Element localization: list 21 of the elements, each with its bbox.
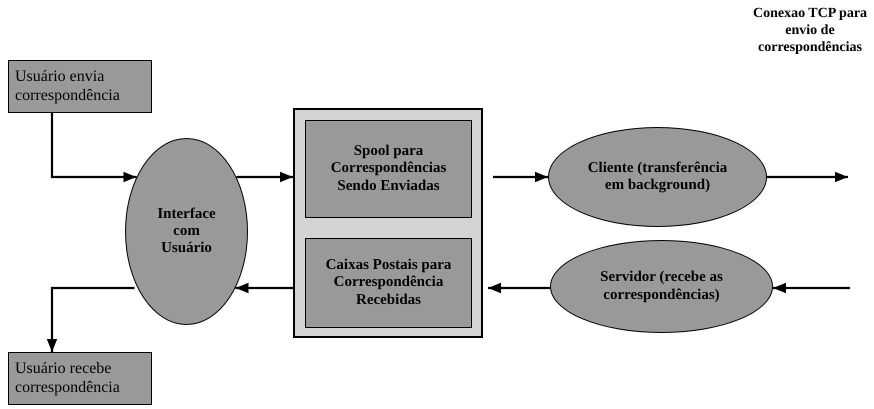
process-box <box>8 352 152 405</box>
node-label: Caixas Postais para Correspondência Recebidas <box>324 257 452 309</box>
process-box <box>305 120 472 218</box>
node-label: Interface com Usuário <box>156 206 217 258</box>
arrow <box>236 282 293 294</box>
arrow <box>767 172 848 182</box>
process-box <box>8 60 152 113</box>
process-box <box>305 238 472 328</box>
note-label: Conexao TCP para envio de correspondências <box>752 6 868 56</box>
container-box <box>293 108 483 338</box>
node-label: Servidor (recebe as correspondências) <box>599 269 724 304</box>
node-label: Spool para Correspondências Sendo Enviadas <box>330 143 448 195</box>
node-label: Usuário recebe correspondência <box>15 360 121 397</box>
node-label: Usuário envia correspondência <box>15 68 121 105</box>
node-label: Cliente (transferência em background) <box>586 160 728 194</box>
arrow <box>236 172 293 182</box>
arrow <box>772 282 850 294</box>
arrow <box>488 282 550 294</box>
arrow <box>46 286 134 352</box>
arrow <box>493 172 548 182</box>
arrow <box>50 113 137 182</box>
